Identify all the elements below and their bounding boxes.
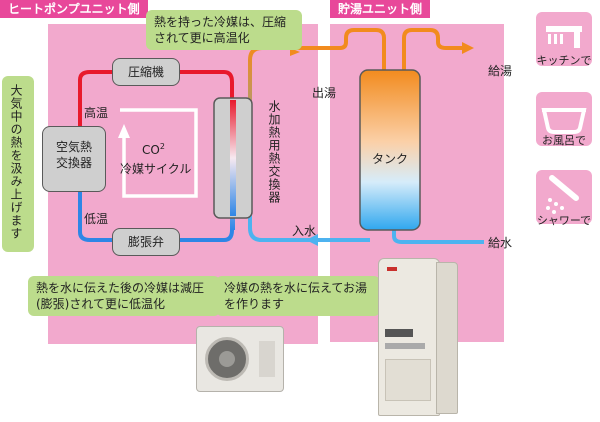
water-supply-label: 給水	[488, 236, 513, 250]
tank-label: タンク	[372, 152, 409, 166]
expansion-valve-box: 膨張弁	[112, 228, 180, 256]
heat-pump-tab: ヒートポンプユニット側	[0, 0, 148, 18]
storage-unit-side-panel	[436, 262, 458, 414]
bottom-right-bubble: 冷媒の熱を水に伝えてお湯を作ります	[216, 276, 380, 316]
tank	[359, 69, 421, 231]
compressor-box: 圧縮機	[112, 58, 180, 86]
air-heat-exchanger-box: 空気熱交換器	[42, 126, 106, 192]
kitchen-faucet-icon	[546, 26, 582, 48]
top-bubble: 熱を持った冷媒は、圧縮されて更に高温化	[146, 10, 302, 50]
bottom-left-bubble: 熱を水に伝えた後の冷媒は減圧(膨張)されて更に低温化	[28, 276, 220, 316]
cycle-label: CO2	[142, 142, 165, 157]
cycle-arrow	[120, 108, 198, 198]
shower-caption: シャワーで	[536, 214, 592, 227]
shower-tile: シャワーで	[536, 170, 592, 227]
outdoor-unit-image	[196, 326, 284, 392]
hot-out-label: 出湯	[312, 86, 337, 100]
bathtub-icon	[541, 108, 587, 134]
refrigerant-hot-pipe	[78, 70, 234, 128]
storage-tank-unit-image	[378, 258, 440, 416]
bath-caption: お風呂で	[542, 134, 586, 147]
air-heat-bubble: 大気中の熱を汲み上げます	[2, 76, 34, 252]
supply-water-pipe	[392, 228, 484, 244]
refrigerant-cold-pipe	[78, 190, 234, 242]
water-hx-label: 水加熱用熱交換器	[267, 100, 281, 204]
bath-tile: お風呂で	[536, 92, 592, 147]
hot-supply-label: 給湯	[488, 64, 513, 78]
kitchen-tile: キッチンで	[536, 12, 592, 67]
cycle-label-2: 冷媒サイクル	[120, 162, 192, 176]
low-temp-label: 低温	[84, 212, 109, 226]
water-in-label: 入水	[292, 224, 317, 238]
kitchen-caption: キッチンで	[536, 54, 592, 67]
high-temp-label: 高温	[84, 106, 109, 120]
inlet-water-pipe	[248, 210, 370, 242]
shower-icon	[546, 175, 579, 214]
storage-tab: 貯湯ユニット側	[330, 0, 431, 18]
